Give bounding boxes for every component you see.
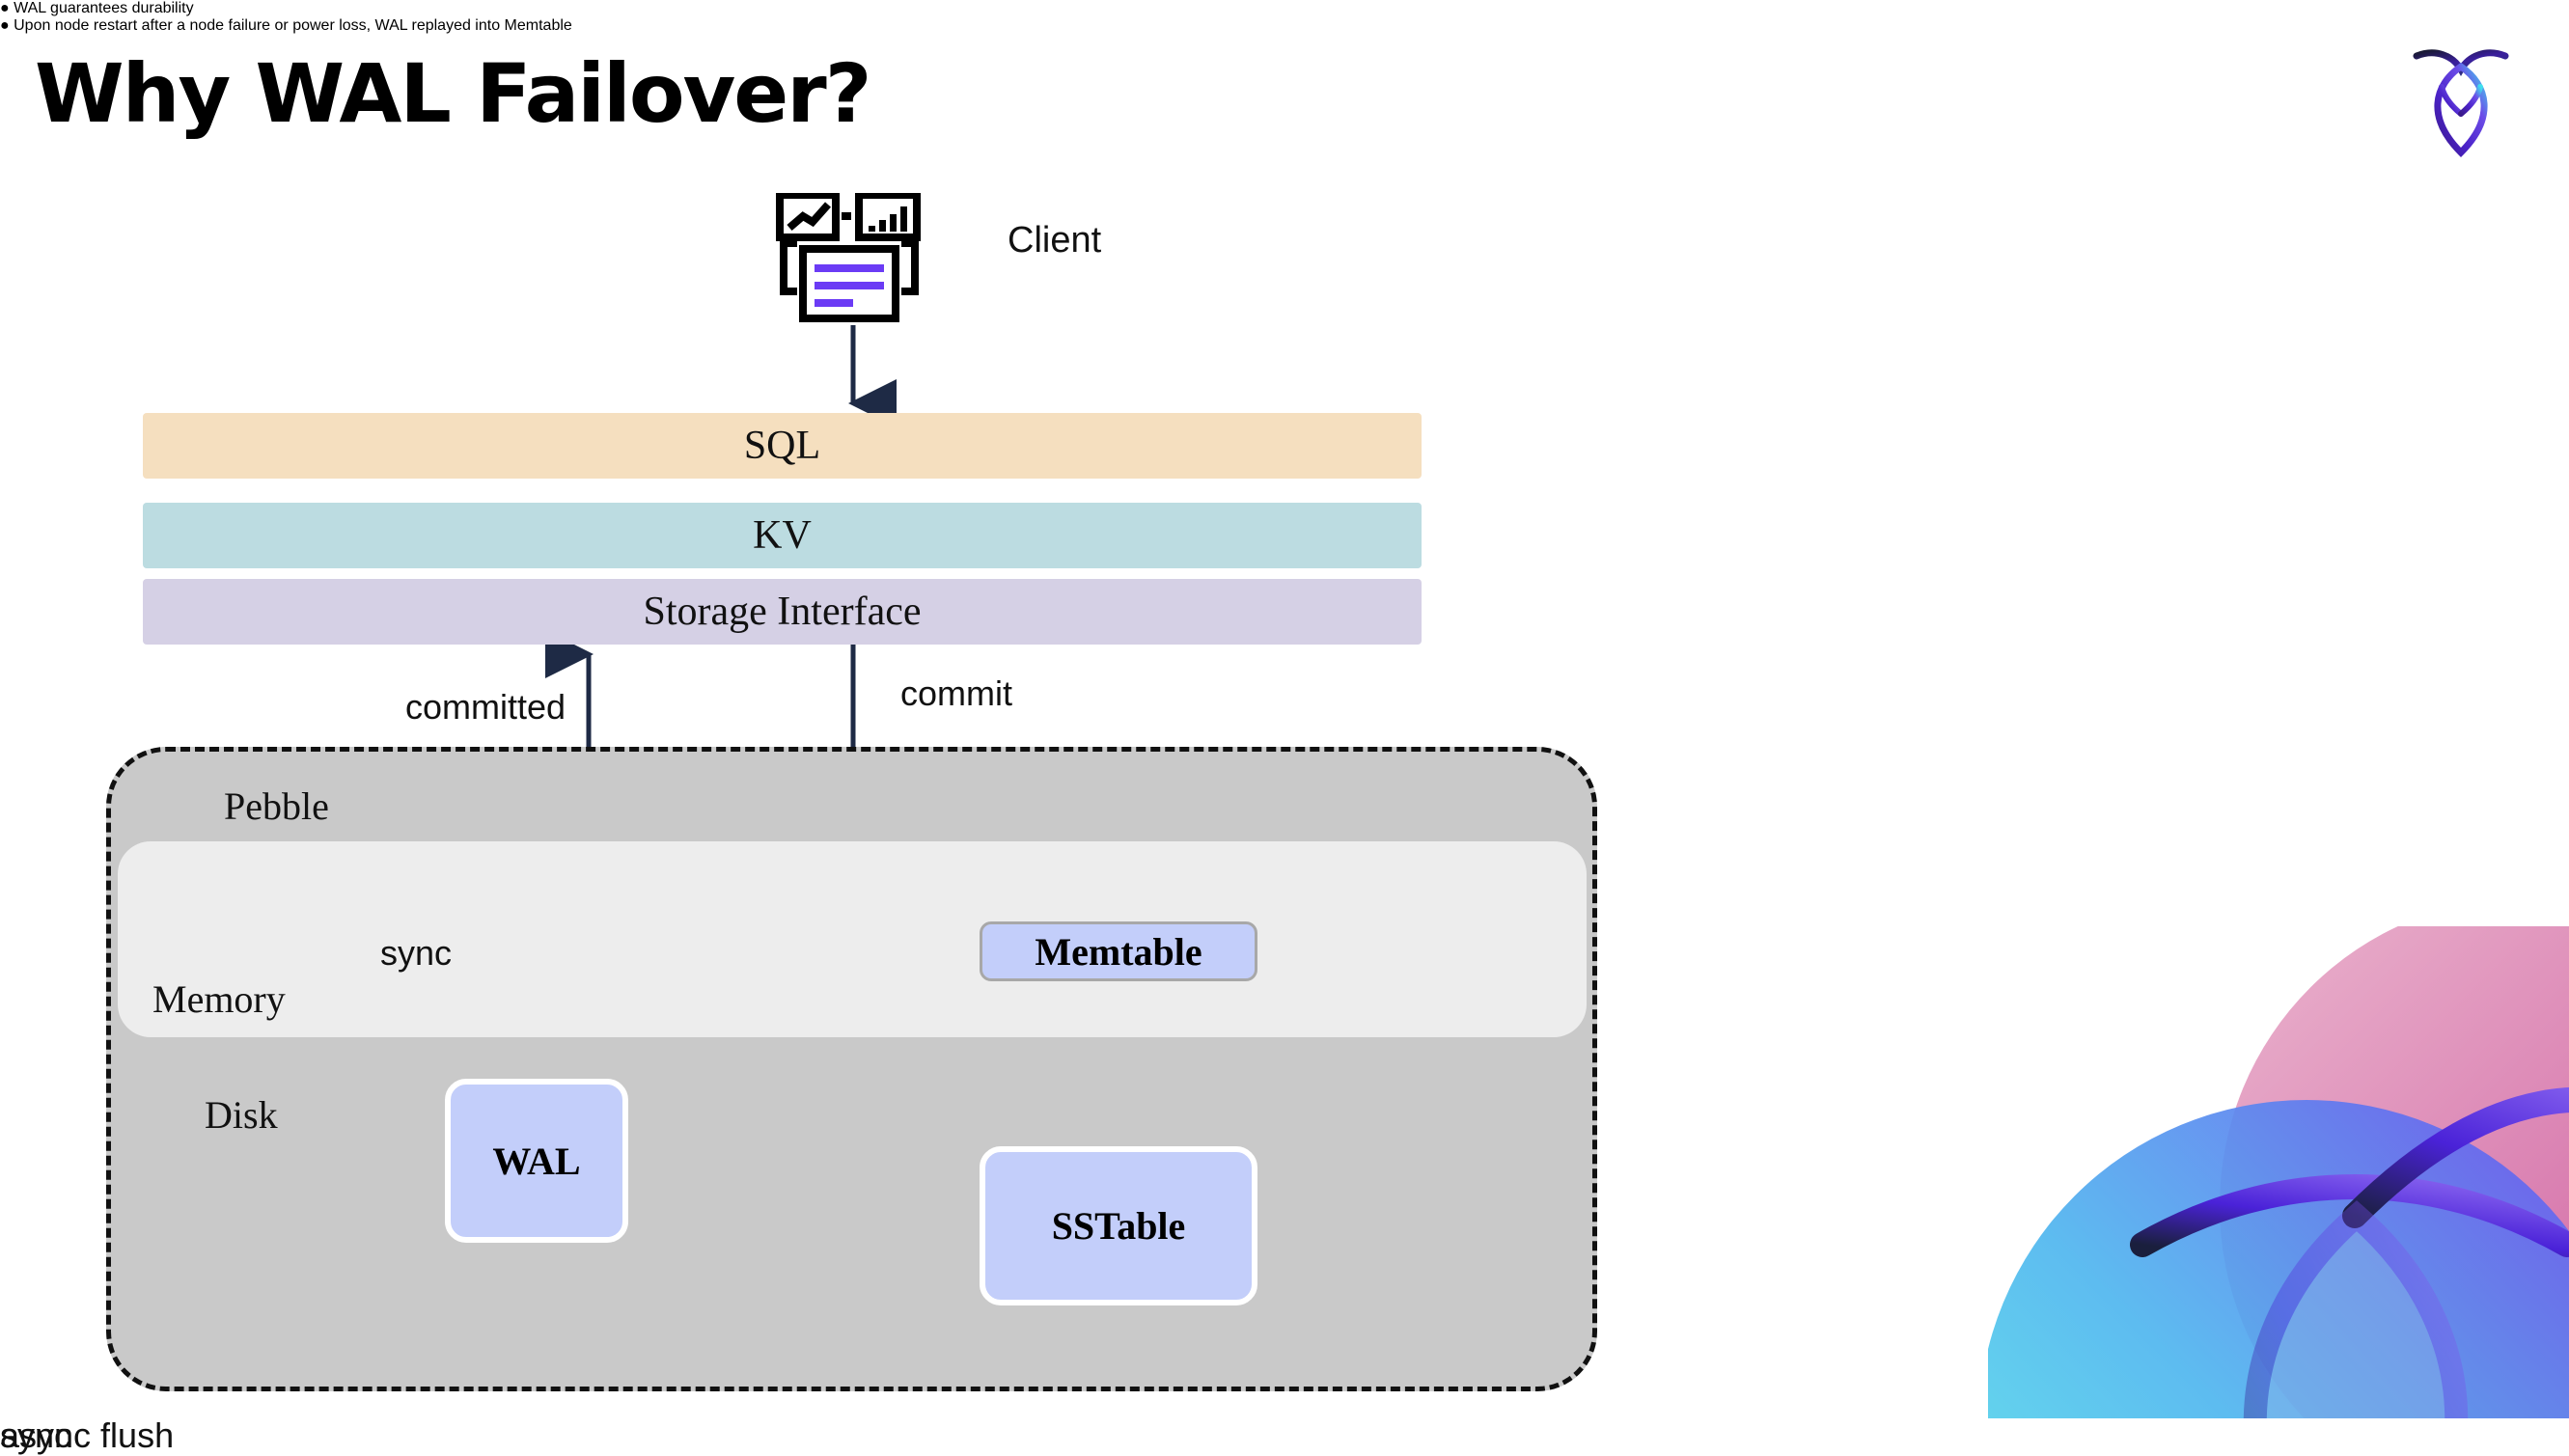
edge-label-committed: committed bbox=[405, 687, 566, 727]
node-wal: WAL bbox=[445, 1079, 628, 1243]
cockroachdb-decorative-artwork bbox=[1988, 926, 2569, 1418]
layer-bar-sql: SQL bbox=[143, 413, 1422, 479]
memory-container bbox=[118, 841, 1587, 1037]
node-memtable: Memtable bbox=[980, 921, 1257, 981]
client-workstation-icon bbox=[772, 191, 926, 333]
architecture-diagram: Client SQL KV Storage Interface Pebble M… bbox=[0, 191, 1597, 1455]
list-item: ● Upon node restart after a node failure… bbox=[0, 17, 2569, 35]
bullet-text: WAL guarantees durability bbox=[14, 0, 194, 16]
node-wal-label: WAL bbox=[492, 1139, 581, 1183]
memory-label: Memory bbox=[152, 977, 286, 1021]
page-title: Why WAL Failover? bbox=[35, 46, 871, 141]
bullet-marker-icon: ● bbox=[0, 17, 10, 34]
layer-bar-kv-label: KV bbox=[753, 513, 812, 558]
layer-bar-storage-interface-label: Storage Interface bbox=[643, 590, 922, 634]
disk-label: Disk bbox=[205, 1093, 278, 1137]
client-label: Client bbox=[1008, 220, 1102, 261]
node-sstable-label: SSTable bbox=[1051, 1204, 1186, 1248]
layer-bar-kv: KV bbox=[143, 503, 1422, 568]
node-sstable: SSTable bbox=[980, 1146, 1257, 1305]
bullet-list: ● WAL guarantees durability ● Upon node … bbox=[0, 0, 2569, 35]
layer-bar-sql-label: SQL bbox=[743, 424, 821, 468]
pebble-label: Pebble bbox=[224, 784, 329, 828]
bullet-marker-icon: ● bbox=[0, 0, 10, 16]
layer-bar-storage-interface: Storage Interface bbox=[143, 579, 1422, 645]
list-item: ● WAL guarantees durability bbox=[0, 0, 2569, 17]
node-memtable-label: Memtable bbox=[1035, 929, 1202, 974]
cockroachdb-logo-icon bbox=[2403, 35, 2519, 158]
edge-label-async-flush: async flush bbox=[0, 1415, 175, 1455]
bullet-text: Upon node restart after a node failure o… bbox=[14, 17, 572, 34]
edge-label-sync-1: sync bbox=[380, 933, 453, 973]
edge-label-commit: commit bbox=[900, 673, 1012, 713]
